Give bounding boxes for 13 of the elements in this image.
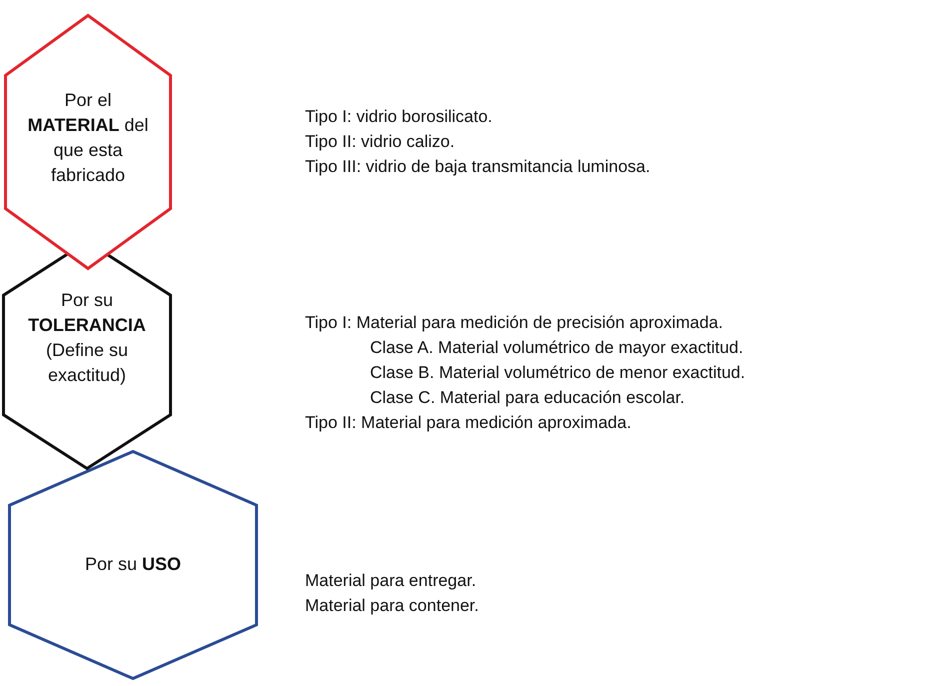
description-text: Clase A. Material volumétrico de mayor exactitud.: [370, 337, 744, 359]
description-text: Material para contener.: [305, 595, 479, 617]
description-text: Tipo I: Material para medición de precisión aproximada.: [305, 312, 723, 334]
description-text: Clase C. Material para educación escolar.: [370, 387, 685, 409]
category-label: Por el MATERIAL del que esta fabricado: [26, 89, 150, 187]
description-text: Tipo I: vidrio borosilicato.: [305, 106, 492, 128]
category-label: Por su TOLERANCIA (Define su exactitud): [27, 289, 147, 387]
description-text: Tipo II: vidrio calizo.: [305, 131, 455, 153]
category-label: Por su USO: [84, 553, 182, 576]
description-text: Material para entregar.: [305, 570, 476, 592]
description-text: Tipo II: Material para medición aproximada.: [305, 412, 632, 434]
description-text: Clase B. Material volumétrico de menor exactitud.: [370, 362, 746, 384]
description-text: Tipo III: vidrio de baja transmitancia luminosa.: [305, 156, 650, 178]
